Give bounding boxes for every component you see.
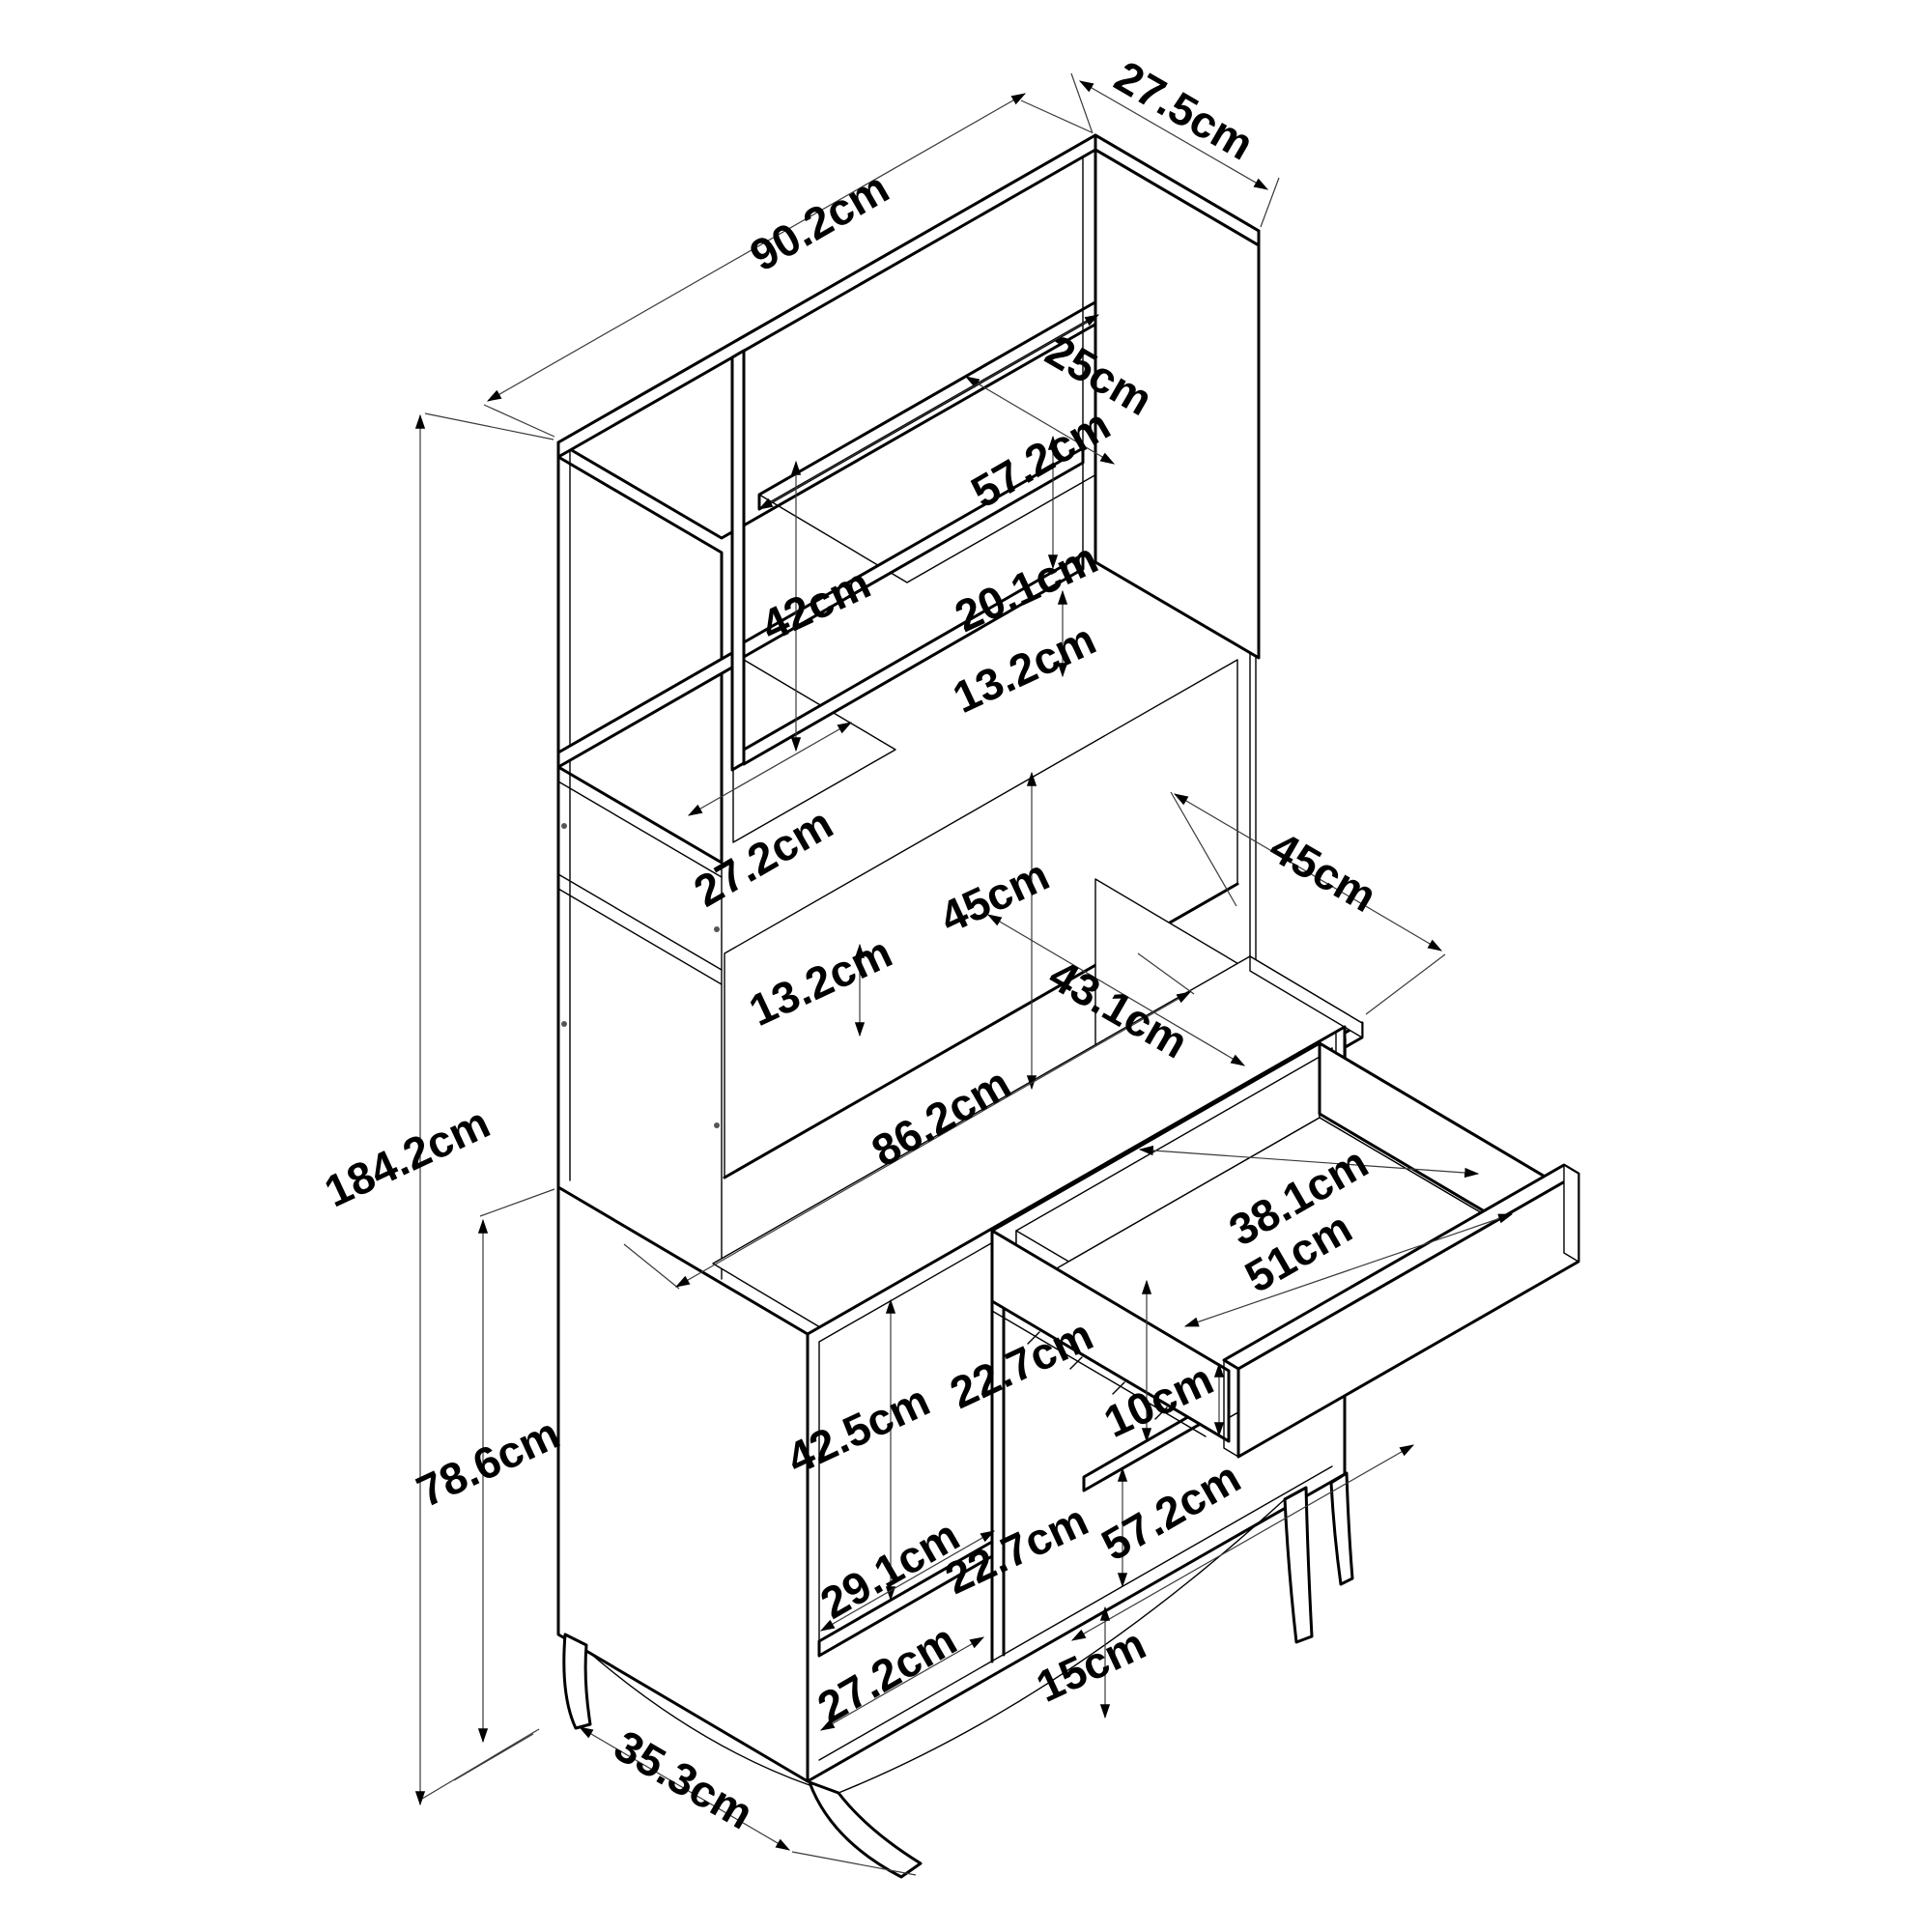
- dim-total-height: 184.2cm: [317, 1097, 497, 1217]
- dimension-lines: [414, 72, 1514, 1876]
- dimline-left-cabinet-width: [687, 722, 853, 816]
- ext-base-depth: [791, 1851, 917, 1876]
- ext-base-height: [453, 1188, 555, 1781]
- dim-base-height: 78.6cm: [410, 1407, 567, 1517]
- dimline-shelf-opening-width: [757, 314, 1100, 510]
- screw-icon: [714, 926, 720, 932]
- leg-back-left: [562, 1633, 592, 1730]
- dimline-base-section-width: [1070, 1444, 1415, 1641]
- frame-left-rails: [557, 759, 723, 1181]
- screw-icon: [561, 823, 567, 829]
- frame-right-posts: [1249, 652, 1257, 961]
- leg-front-corner: [808, 1780, 923, 1879]
- hutch-center-divider: [730, 349, 746, 772]
- dim-desk-depth: 45cm: [1262, 821, 1385, 922]
- desk-right-face: [1249, 955, 1363, 1038]
- dim-left-cabinet-height: 42cm: [753, 557, 878, 651]
- dimline-drawer-width: [1183, 1213, 1514, 1327]
- dimline-desk-depth: [1173, 793, 1443, 952]
- dimline-lower-cubby-width: [819, 1530, 996, 1632]
- dimline-top-width: [486, 93, 1027, 402]
- dimline-desk-clear-depth: [986, 914, 1246, 1066]
- dimline-base-depth: [578, 1726, 791, 1851]
- screw-icon: [714, 1122, 720, 1128]
- dimline-drawer-depth: [1138, 1145, 1480, 1179]
- dimline-top-depth: [1078, 80, 1269, 190]
- drawer-slide-rail: [991, 1300, 1207, 1437]
- ext-top-width: [483, 99, 1093, 438]
- drawer-frontpanel-right: [1563, 1164, 1579, 1263]
- dimline-bottom-cubby-width: [819, 1636, 985, 1731]
- ext-total-height: [421, 412, 554, 1800]
- screw-icon: [561, 1021, 567, 1027]
